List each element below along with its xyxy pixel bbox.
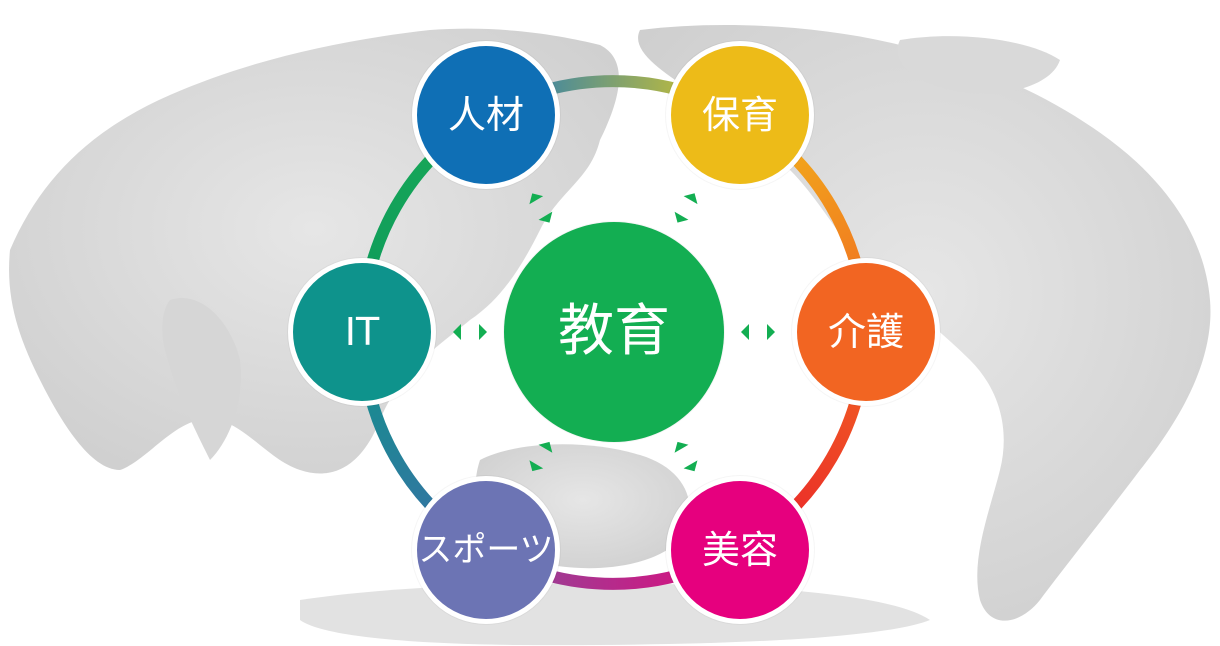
arrow-inward-icon-2 [741, 324, 749, 340]
node-label-kaigo: 介護 [827, 310, 904, 354]
arrow-outward-icon-5 [453, 324, 461, 340]
center-node-education: 教育 [504, 222, 724, 442]
arrow-inward-icon-5 [479, 324, 487, 340]
node-biyou: 美容 [666, 476, 814, 624]
center-node-label: 教育 [558, 299, 670, 364]
node-kaigo: 介護 [792, 258, 940, 406]
node-hoiku: 保育 [666, 41, 814, 189]
arrow-inward-icon-3 [674, 441, 689, 453]
arrow-inward-icon-1 [674, 211, 689, 223]
arrow-inward-icon-0 [538, 211, 553, 223]
arrow-outward-icon-1 [683, 193, 698, 205]
node-label-jinzai: 人材 [447, 93, 524, 137]
node-label-hoiku: 保育 [701, 93, 778, 137]
arrow-layer [453, 193, 775, 472]
node-sports: スポーツ [412, 476, 560, 624]
arrow-inward-icon-4 [538, 441, 553, 453]
arrow-outward-icon-4 [529, 460, 544, 472]
node-it: IT [288, 258, 436, 406]
node-label-sports: スポーツ [418, 530, 554, 570]
node-label-it: IT [344, 310, 380, 354]
arrow-outward-icon-0 [529, 193, 544, 205]
arrow-outward-icon-3 [683, 460, 698, 472]
node-jinzai: 人材 [412, 41, 560, 189]
arrow-outward-icon-2 [767, 324, 775, 340]
node-label-biyou: 美容 [701, 528, 778, 572]
